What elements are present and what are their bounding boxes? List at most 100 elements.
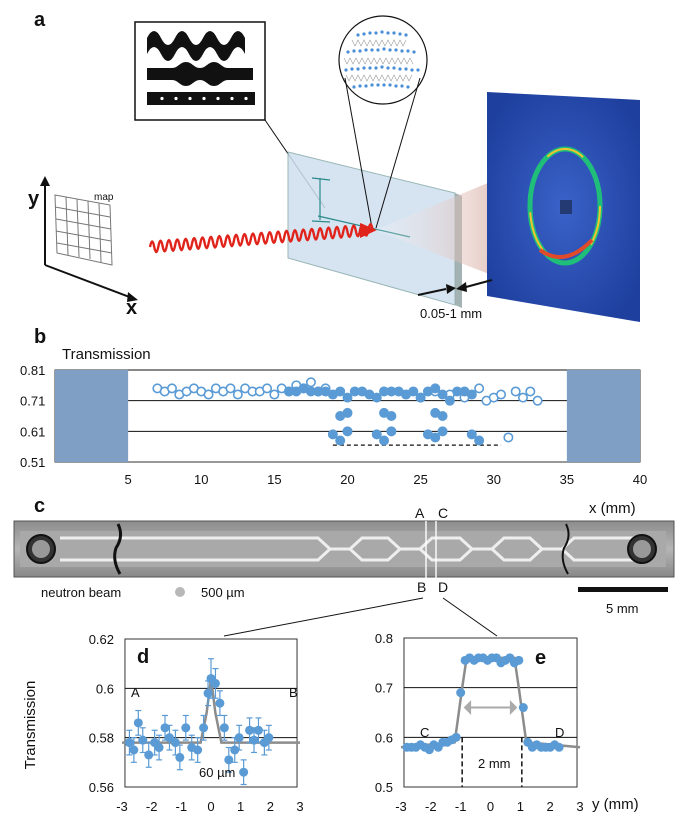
filled-point xyxy=(386,426,397,437)
data-point xyxy=(234,733,244,743)
constricted-channel-shape xyxy=(147,62,253,86)
data-point xyxy=(514,655,524,665)
data-point xyxy=(245,725,255,735)
panel-a: a y x map xyxy=(28,9,640,322)
y-tick-label: 0.7 xyxy=(375,681,393,696)
filled-point xyxy=(408,386,419,397)
data-point xyxy=(154,743,164,753)
filled-point xyxy=(342,426,353,437)
x-tick-label: 2 xyxy=(547,799,554,814)
data-point xyxy=(219,723,229,733)
panel-e-width-label: 2 mm xyxy=(478,756,511,771)
filled-point xyxy=(335,386,346,397)
width-arrowhead-right xyxy=(509,700,518,715)
filled-point xyxy=(474,435,485,446)
data-point xyxy=(456,688,466,698)
open-point xyxy=(517,392,528,403)
data-point xyxy=(253,725,263,735)
microfluidic-chip-image xyxy=(13,520,675,578)
data-point xyxy=(518,703,528,713)
x-axis-arrow xyxy=(44,264,133,299)
x-tick-label: 3 xyxy=(576,799,583,814)
x-arrowhead xyxy=(127,292,138,302)
panel-c-label: c xyxy=(34,495,45,517)
thickness-label: 0.05-1 mm xyxy=(420,306,482,321)
panel-e-marker-c: C xyxy=(420,725,429,740)
data-point xyxy=(264,733,274,743)
axis-x-label: x xyxy=(126,297,137,319)
filled-point xyxy=(430,432,441,443)
data-point xyxy=(124,738,134,748)
dotted-channel-shape xyxy=(147,92,255,105)
y-tick-label: 0.5 xyxy=(375,780,393,795)
data-point xyxy=(224,755,234,765)
data-point xyxy=(181,723,191,733)
y-tick-label: 0.8 xyxy=(375,631,393,646)
data-point xyxy=(144,750,154,760)
panel-d-marker-b: B xyxy=(289,685,298,700)
data-point xyxy=(193,745,203,755)
x-tick-label: -1 xyxy=(455,799,467,814)
x-tick-label: 25 xyxy=(413,472,427,487)
x-tick-label: 15 xyxy=(267,472,281,487)
filled-point xyxy=(466,389,477,400)
marker-a: A xyxy=(415,505,425,521)
neutron-beam-wave xyxy=(148,223,377,254)
filled-point xyxy=(379,435,390,446)
filled-point xyxy=(371,429,382,440)
data-point xyxy=(138,735,148,745)
scan-map-grid xyxy=(54,194,113,266)
shared-x-unit: y (mm) xyxy=(592,796,639,813)
y-tick-label: 0.62 xyxy=(89,632,114,647)
open-point xyxy=(305,377,316,388)
filled-point xyxy=(444,395,455,406)
y-arrowhead xyxy=(40,176,50,186)
x-tick-label: 2 xyxy=(267,799,274,814)
x-tick-label: 1 xyxy=(237,799,244,814)
open-point xyxy=(496,389,507,400)
zoom-leader-e xyxy=(442,597,498,637)
y-tick-label: 0.51 xyxy=(20,455,45,470)
panel-b-label: b xyxy=(34,326,46,348)
panel-c: c A C B D neutron beam 500 µm 5 mm xyxy=(13,495,675,637)
open-point xyxy=(167,383,178,394)
data-point xyxy=(164,733,174,743)
panel-d-width-label: 60 µm xyxy=(199,765,235,780)
shaded-region-1 xyxy=(566,370,640,462)
open-point xyxy=(269,389,280,400)
x-tick-label: 5 xyxy=(125,472,132,487)
panel-a-label: a xyxy=(34,9,46,31)
data-point xyxy=(175,752,185,762)
open-point xyxy=(203,389,214,400)
width-arrowhead-left xyxy=(463,700,472,715)
data-point xyxy=(129,745,139,755)
data-point xyxy=(230,745,240,755)
open-point xyxy=(532,395,543,406)
data-point xyxy=(199,723,209,733)
x-tick-label: -2 xyxy=(425,799,437,814)
data-point xyxy=(451,732,461,742)
x-tick-label: -3 xyxy=(116,799,128,814)
channel-shapes-inset xyxy=(134,21,326,209)
open-point xyxy=(232,389,243,400)
panel-d-label: d xyxy=(137,646,149,668)
filled-point xyxy=(437,389,448,400)
marker-d: D xyxy=(438,579,448,595)
filled-point xyxy=(430,383,441,394)
open-point xyxy=(262,383,273,394)
data-point xyxy=(170,738,180,748)
panel-b-y-title: Transmission xyxy=(62,346,151,363)
x-tick-label: -3 xyxy=(395,799,407,814)
data-point xyxy=(203,688,213,698)
y-tick-label: 0.58 xyxy=(89,731,114,746)
axis-y-label: y xyxy=(28,188,40,210)
marker-b: B xyxy=(417,579,426,595)
data-point xyxy=(249,735,259,745)
scale-bar-label: 5 mm xyxy=(606,601,639,616)
open-point xyxy=(225,383,236,394)
beam-size-label: 500 µm xyxy=(201,585,245,600)
